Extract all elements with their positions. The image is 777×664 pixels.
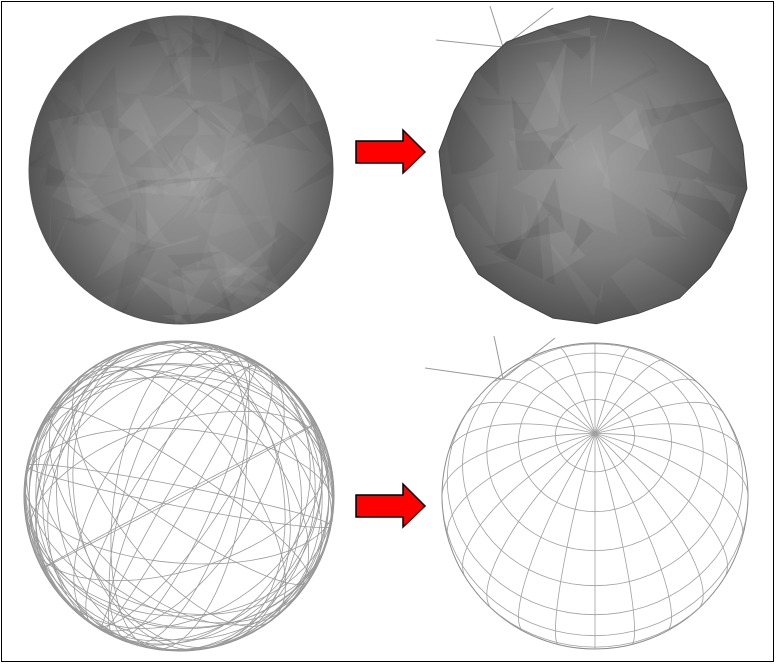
shaded-sphere-irregular	[28, 15, 334, 325]
arrow-top	[355, 128, 427, 175]
shaded-sphere-regular	[435, 5, 748, 325]
wireframe-sphere-regular	[424, 335, 749, 650]
arrow-bottom	[355, 482, 427, 529]
wireframe-sphere-irregular	[23, 340, 335, 652]
